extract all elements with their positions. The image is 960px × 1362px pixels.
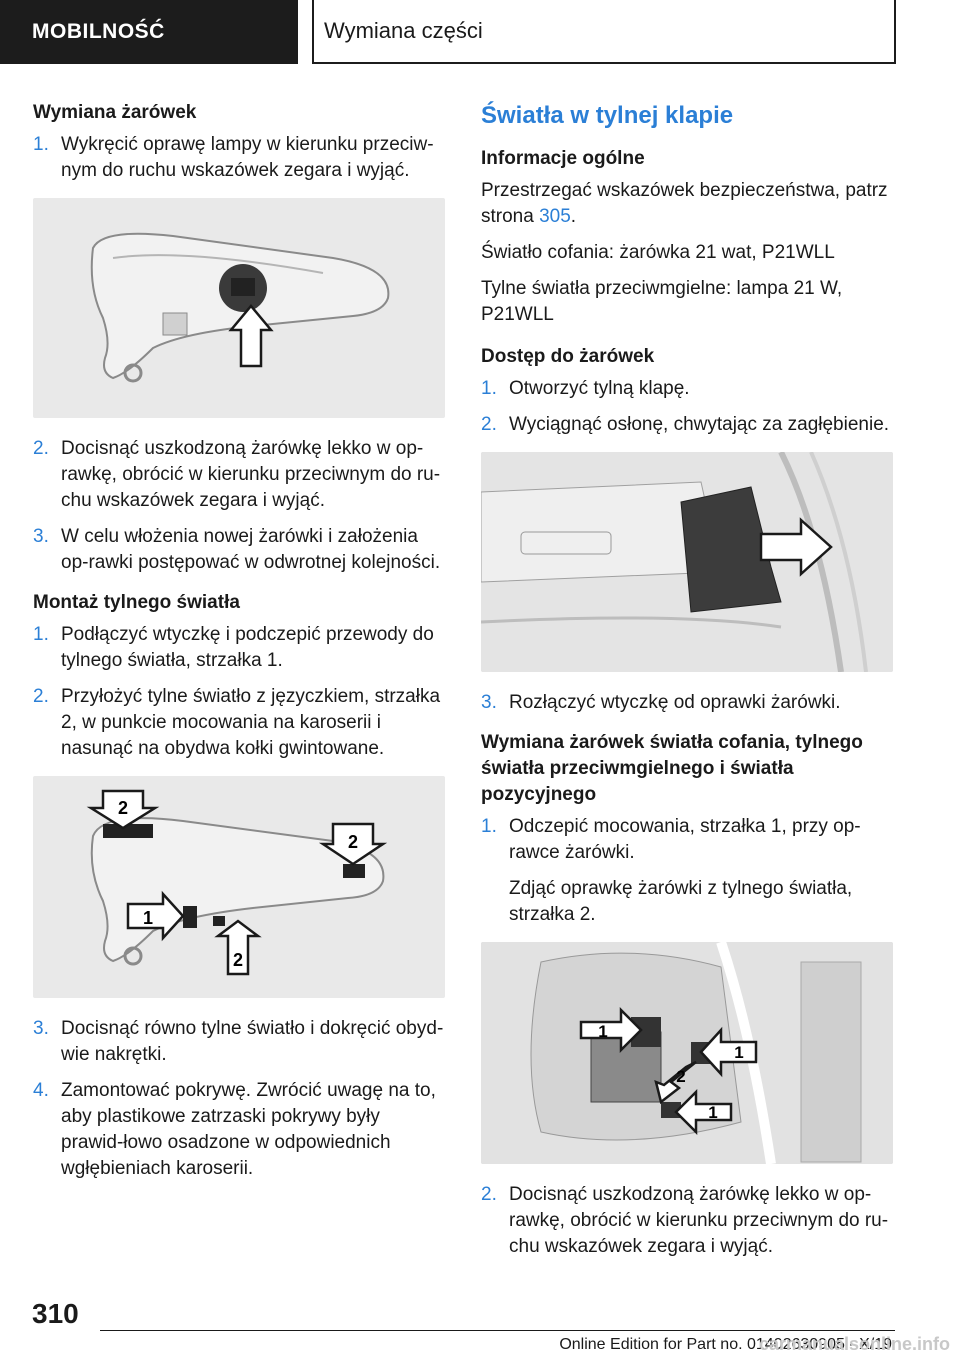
left-column: Wymiana żarówek 1. Wykręcić oprawę lampy … [33,100,445,1196]
callout-label: 1 [143,908,153,928]
list-item: 4. Zamontować pokrywę. Zwrócić uwagę na t… [33,1078,445,1182]
page-link[interactable]: 305 [539,206,571,227]
safety-note: Przestrzegać wskazówek bezpieczeństwa, p… [481,178,893,230]
callout-label: 2 [676,1067,685,1086]
step-number: 1. [481,816,497,837]
steps-access: 1. Otworzyć tylną klapę. 2. Wyciągnąć osło… [481,376,893,438]
steps-replace-1: 1. Odczepić mocowania, strzałka 1, przy o… [481,814,893,928]
list-item: 3. Rozłączyć wtyczkę od oprawki żarówki. [481,690,893,716]
header-title: Wymiana części [312,0,896,64]
step-text: Docisnąć uszkodzoną żarówkę lekko w op-r… [61,438,441,511]
steps-list-2: 1. Podłączyć wtyczkę i podczepić przewody… [33,622,445,762]
callout-label: 2 [118,798,128,818]
step-number: 2. [33,686,49,707]
list-item: 3. Docisnąć równo tylne światło i dokręci… [33,1016,445,1068]
callout-label: 2 [348,832,358,852]
list-item: 2. Docisnąć uszkodzoną żarówkę lekko w op… [481,1182,893,1260]
step-number: 2. [33,438,49,459]
steps-access-3: 3. Rozłączyć wtyczkę od oprawki żarówki. [481,690,893,716]
lamp-mounting-illustration: 2 2 1 2 [86,789,388,976]
footer-watermark: carmanualsonline.info [758,1334,950,1354]
step-text: Rozłączyć wtyczkę od oprawki żarówki. [509,692,841,713]
steps-list-2b: 3. Docisnąć równo tylne światło i dokręci… [33,1016,445,1182]
step-text: Przyłożyć tylne światło z języczkiem, st… [61,686,441,759]
list-item: 2. Docisnąć uszkodzoną żarówkę lekko w op… [33,436,445,514]
step-number: 3. [481,692,497,713]
footer-edition: Online Edition for Part no. 01402630905 … [559,1336,892,1353]
step-number: 3. [33,1018,49,1039]
list-item: 2. Wyciągnąć osłonę, chwytając za zagłębi… [481,412,893,438]
step-subtext: Zdjąć oprawkę żarówki z tylnego światła,… [509,878,853,925]
step-text: Odczepić mocowania, strzałka 1, przy op-… [509,816,861,863]
step-text: Podłączyć wtyczkę i podczepić przewody d… [61,624,434,671]
figure-bulb-holder: 1 1 2 1 [481,942,893,1164]
footer-divider [100,1330,895,1331]
step-number: 1. [33,134,49,155]
header-divider [312,0,314,64]
heading-bulb-replacement: Wymiana żarówek [33,102,197,123]
callout-label: 2 [233,950,243,970]
heading-bulb-access: Dostęp do żarówek [481,346,655,367]
step-text: Zamontować pokrywę. Zwrócić uwagę na to,… [61,1080,436,1179]
step-number: 2. [481,414,497,435]
step-text: W celu włożenia nowej żarówki i założeni… [61,526,441,573]
heading-general-info: Informacje ogólne [481,148,645,169]
heading-mounting: Montaż tylnego światła [33,592,240,613]
steps-list-1b: 2. Docisnąć uszkodzoną żarówkę lekko w op… [33,436,445,576]
figure-lamp-mounting: 2 2 1 2 [33,776,445,998]
heading-tailgate-lights: Światła w tylnej klapie [481,102,734,129]
figure-tailgate-cover [481,452,893,672]
reverse-light-spec: Światło cofania: żarówka 21 wat, P21WLL [481,242,835,263]
step-number: 1. [33,624,49,645]
steps-replace-2: 2. Docisnąć uszkodzoną żarówkę lekko w op… [481,1182,893,1260]
list-item: 1. Wykręcić oprawę lampy w kierunku przec… [33,132,445,184]
page-number: 310 [32,1298,79,1329]
heading-replace-bulbs: Wymiana żarówek światła cofania, tylnego… [481,732,863,805]
right-column: Światła w tylnej klapie Informacje ogóln… [481,100,893,1274]
lamp-housing-illustration [90,232,390,383]
header-section-tab: MOBILNOŚĆ [0,0,298,64]
list-item: 1. Podłączyć wtyczkę i podczepić przewody… [33,622,445,674]
step-text: Wykręcić oprawę lampy w kierunku przeciw… [61,134,434,181]
fog-light-spec: Tylne światła przeciwmgielne: lampa 21 W… [481,278,843,325]
step-text: Docisnąć równo tylne światło i dokręcić … [61,1018,444,1065]
callout-label: 1 [708,1103,717,1122]
list-item: 2. Przyłożyć tylne światło z języczkiem, … [33,684,445,762]
steps-list-1: 1. Wykręcić oprawę lampy w kierunku przec… [33,132,445,184]
list-item: 1. Otworzyć tylną klapę. [481,376,893,402]
step-text: Docisnąć uszkodzoną żarówkę lekko w op-r… [509,1184,889,1257]
step-number: 1. [481,378,497,399]
step-text: Wyciągnąć osłonę, chwytając za zagłębien… [509,414,890,435]
list-item: 1. Odczepić mocowania, strzałka 1, przy o… [481,814,893,928]
list-item: 3. W celu włożenia nowej żarówki i założe… [33,524,445,576]
figure-lamp-rear [33,198,445,418]
step-number: 4. [33,1080,49,1101]
callout-label: 1 [734,1043,743,1062]
safety-note-text: Przestrzegać wskazówek bezpieczeństwa, p… [481,180,888,227]
callout-label: 1 [598,1022,607,1041]
tailgate-cover-illustration [481,452,893,672]
safety-note-suffix: . [570,206,577,227]
step-text: Otworzyć tylną klapę. [509,378,690,399]
step-number: 3. [33,526,49,547]
step-number: 2. [481,1184,497,1205]
bulb-holder-illustration: 1 1 2 1 [481,942,893,1164]
